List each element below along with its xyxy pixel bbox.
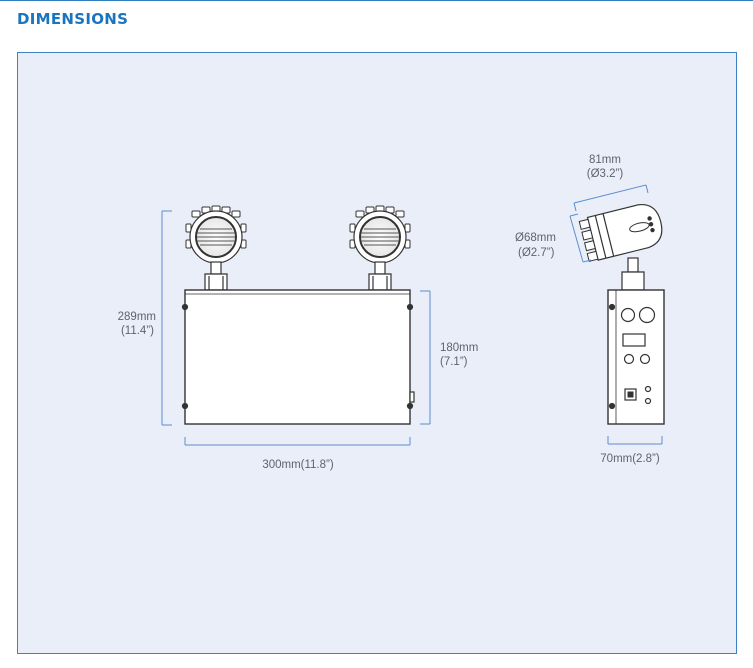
side-depth-label: 70mm(2.8”) (600, 453, 660, 465)
section-title: DIMENSIONS (17, 10, 129, 28)
side-view (578, 203, 665, 425)
head-length-in-label: (Ø3.2”) (586, 168, 624, 180)
header-rule (0, 0, 753, 1)
side-dimension-lines (569, 184, 663, 445)
side-lamp-head (578, 203, 663, 262)
front-body (184, 289, 411, 425)
front-view (181, 205, 415, 425)
head-diameter-mm-label: Ø68mm (515, 232, 556, 244)
body-height-in-label: (7.1”) (440, 356, 468, 368)
head-length-mm-label: 81mm (589, 154, 621, 166)
front-width-label: 300mm(11.8”) (262, 459, 334, 471)
right-lamp-head (349, 205, 411, 291)
front-height-in-label: (11.4”) (120, 325, 154, 337)
left-lamp-head (185, 205, 247, 291)
body-height-mm-label: 180mm (440, 342, 479, 354)
head-diameter-in-label: (Ø2.7”) (518, 247, 555, 259)
side-body (607, 289, 665, 425)
front-dimension-lines (161, 210, 431, 446)
front-height-mm-label: 289mm (117, 311, 156, 323)
